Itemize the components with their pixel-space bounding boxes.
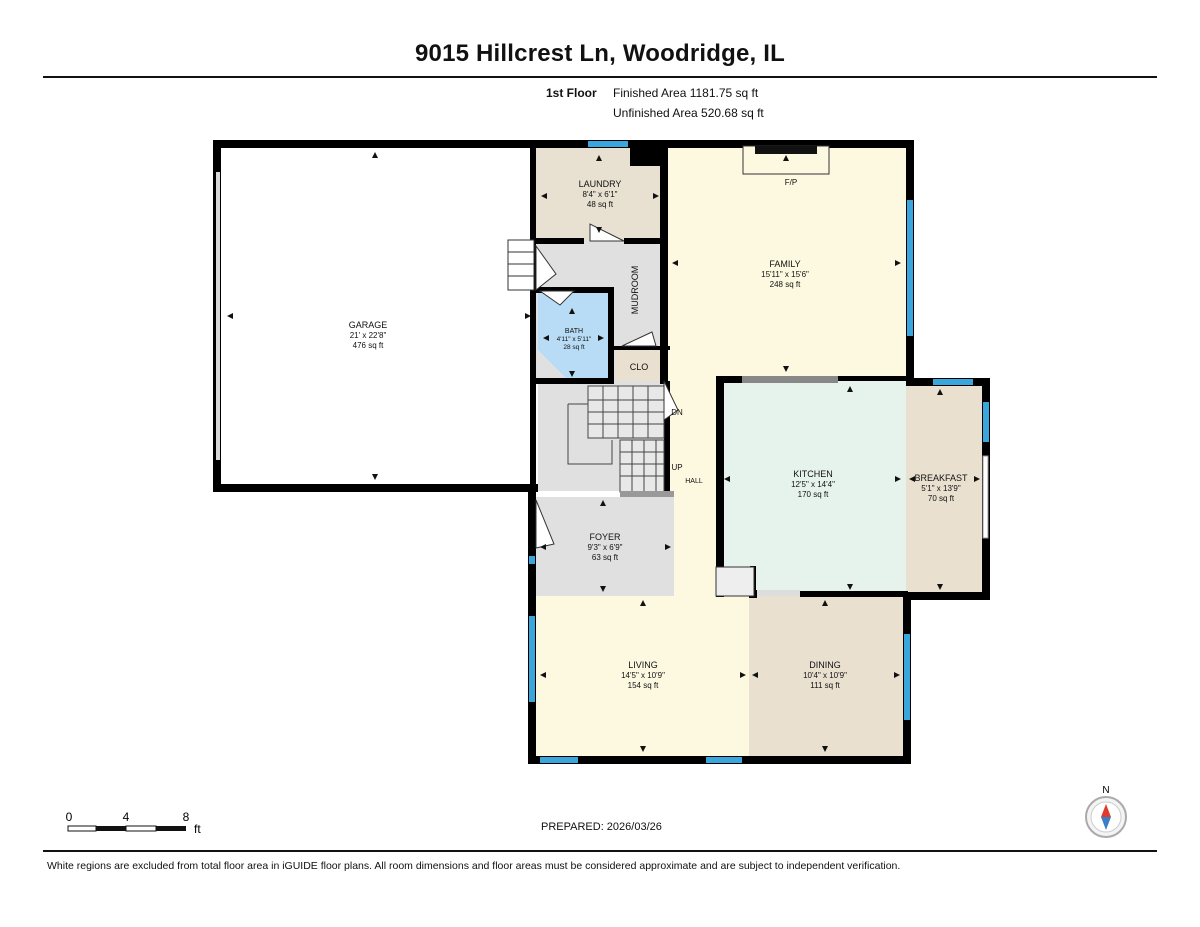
living-name: LIVING bbox=[628, 660, 658, 670]
closet-label: CLO bbox=[630, 362, 649, 372]
scale-unit: ft bbox=[194, 822, 201, 836]
fireplace-hearth bbox=[755, 146, 817, 154]
foyer-fill bbox=[534, 497, 674, 596]
family-dims: 15'11" x 15'6" bbox=[761, 270, 809, 279]
scale-segment-3 bbox=[125, 825, 157, 832]
dining-fill bbox=[749, 596, 907, 756]
kitchen-dims: 12'5" x 14'4" bbox=[791, 480, 835, 489]
foyer-area: 63 sq ft bbox=[592, 553, 619, 562]
unfinished-area: Unfinished Area 520.68 sq ft bbox=[613, 106, 764, 120]
laundry-name: LAUNDRY bbox=[579, 179, 622, 189]
hall-label: HALL bbox=[685, 478, 703, 485]
header-divider bbox=[43, 76, 1157, 78]
north-compass-icon: N bbox=[1085, 785, 1127, 838]
compass-needle-north bbox=[1101, 804, 1111, 817]
page-title: 9015 Hillcrest Ln, Woodridge, IL bbox=[414, 40, 786, 67]
kitchen-nook bbox=[715, 566, 755, 597]
stairs-up-label: UP bbox=[671, 463, 682, 472]
scale-tick-8: 8 bbox=[183, 810, 190, 824]
scale-segment-1 bbox=[67, 825, 97, 832]
breakfast-dims: 5'1" x 13'9" bbox=[921, 484, 961, 493]
family-fill bbox=[666, 146, 908, 381]
footer-divider bbox=[43, 850, 1157, 852]
compass-letter: N bbox=[1102, 785, 1109, 796]
laundry-dims: 8'4" x 6'1" bbox=[583, 190, 618, 199]
bath-area: 28 sq ft bbox=[563, 344, 585, 351]
garage-dims: 21' x 22'8" bbox=[350, 331, 387, 340]
kitchen-area: 170 sq ft bbox=[798, 490, 829, 499]
scale-segment-4 bbox=[156, 826, 186, 831]
breakfast-area: 70 sq ft bbox=[928, 494, 955, 503]
closet-fill bbox=[616, 349, 666, 381]
living-fill bbox=[534, 596, 749, 756]
main-stairs bbox=[567, 385, 665, 493]
mudroom-steps bbox=[507, 239, 535, 291]
breakfast-door bbox=[982, 455, 989, 539]
laundry-area: 48 sq ft bbox=[587, 200, 614, 209]
family-area: 248 sq ft bbox=[770, 280, 801, 289]
kitchen-name: KITCHEN bbox=[793, 469, 833, 479]
garage-name: GARAGE bbox=[349, 320, 388, 330]
kitchen-fill bbox=[720, 381, 906, 595]
hall-fill bbox=[666, 381, 718, 596]
garage-fill bbox=[215, 140, 535, 490]
compass-needle-south bbox=[1101, 817, 1111, 830]
scale-tick-0: 0 bbox=[66, 810, 73, 824]
bath-dims: 4'11" x 5'11" bbox=[557, 336, 592, 343]
dining-name: DINING bbox=[809, 660, 841, 670]
fireplace-label: F/P bbox=[785, 178, 797, 187]
dining-dims: 10'4" x 10'9" bbox=[803, 671, 847, 680]
bath-fill bbox=[538, 292, 610, 382]
disclaimer-text: White regions are excluded from total fl… bbox=[47, 860, 901, 872]
stairs-down-label: DN bbox=[671, 408, 683, 417]
mudroom-label: MUDROOM bbox=[630, 266, 640, 315]
scale-bar: 0 4 8 ft bbox=[66, 810, 202, 836]
finished-area: Finished Area 1181.75 sq ft bbox=[613, 86, 759, 100]
foyer-dims: 9'3" x 6'9" bbox=[588, 543, 623, 552]
family-name: FAMILY bbox=[769, 259, 800, 269]
breakfast-name: BREAKFAST bbox=[914, 473, 968, 483]
stair-landing-strip bbox=[620, 491, 674, 497]
foyer-name: FOYER bbox=[589, 532, 621, 542]
scale-tick-4: 4 bbox=[123, 810, 130, 824]
kitchen-opening bbox=[757, 590, 800, 596]
breakfast-fill bbox=[906, 384, 986, 595]
dining-area: 111 sq ft bbox=[810, 681, 840, 690]
kitchen-counter bbox=[742, 376, 838, 383]
living-area: 154 sq ft bbox=[628, 681, 659, 690]
windows bbox=[529, 141, 989, 763]
garage-door bbox=[216, 172, 220, 460]
living-dims: 14'5" x 10'9" bbox=[621, 671, 665, 680]
floor-label: 1st Floor bbox=[546, 86, 597, 100]
scale-segment-2 bbox=[96, 826, 126, 831]
bath-name: BATH bbox=[565, 328, 583, 335]
garage-area: 476 sq ft bbox=[353, 341, 384, 350]
prepared-date: PREPARED: 2026/03/26 bbox=[541, 821, 662, 833]
dimension-arrows bbox=[227, 152, 980, 752]
